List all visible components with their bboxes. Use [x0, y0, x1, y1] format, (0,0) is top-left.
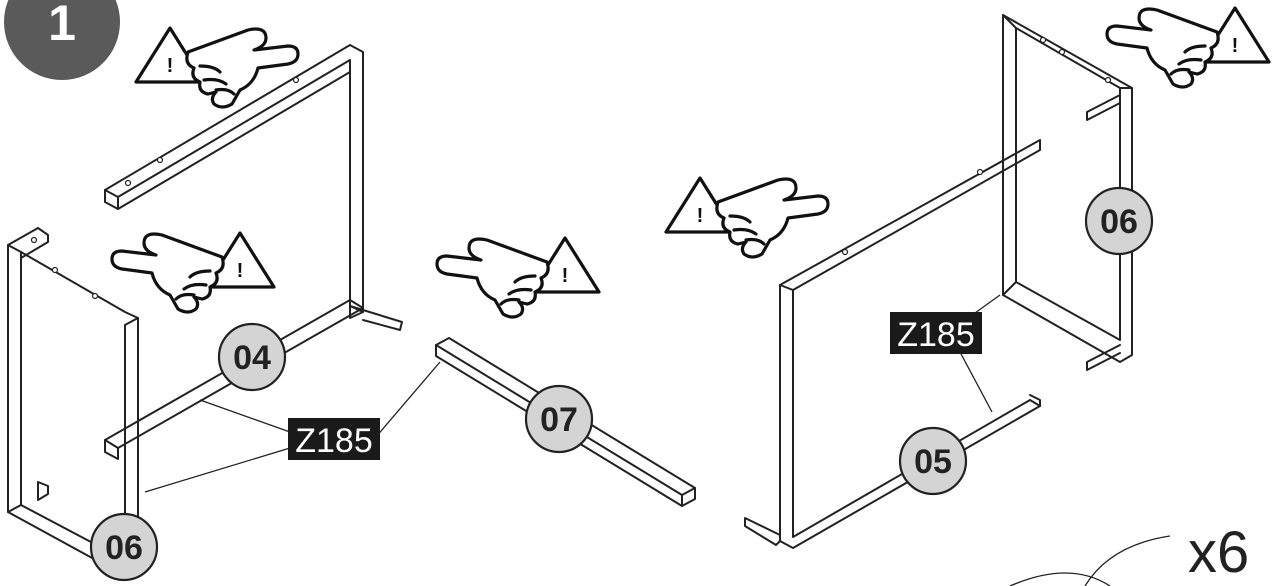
right-assembly [744, 14, 1171, 586]
caution-icon-center [435, 236, 601, 319]
part-number: 06 [1100, 203, 1138, 241]
part-badge-05: 05 [898, 426, 968, 496]
part-badge-07: 07 [524, 384, 594, 454]
screw-label-left: Z185 [288, 418, 380, 460]
caution-icon-mid-left [110, 231, 276, 314]
left-assembly [7, 44, 441, 577]
caution-icon-top-left: ! [134, 26, 300, 109]
part-badge-04: 04 [217, 322, 287, 392]
part-badge-06-left: 06 [89, 512, 159, 582]
part-number: 07 [540, 401, 578, 439]
warning-mark: ! [562, 265, 569, 287]
part-badge-06-right: 06 [1084, 186, 1154, 256]
step-number: 1 [48, 0, 76, 51]
caution-icon-top-right [1105, 6, 1271, 89]
screw-code: Z185 [295, 422, 373, 460]
screw-code: Z185 [897, 316, 975, 354]
part-number: 06 [105, 529, 143, 567]
quantity-label: x6 [1188, 520, 1249, 585]
step-badge: 1 [4, 0, 120, 80]
part-number: 05 [914, 443, 952, 481]
svg-text:!: ! [697, 205, 704, 227]
svg-text:!: ! [167, 55, 174, 77]
frame-side-06-right [1002, 14, 1133, 371]
screw-label-right: Z185 [890, 312, 982, 354]
part-number: 04 [233, 339, 271, 377]
warning-mark: ! [1232, 35, 1239, 57]
frame-back-left [104, 44, 403, 331]
caution-icon-center-right: ! [664, 176, 830, 259]
warning-mark: ! [237, 260, 244, 282]
